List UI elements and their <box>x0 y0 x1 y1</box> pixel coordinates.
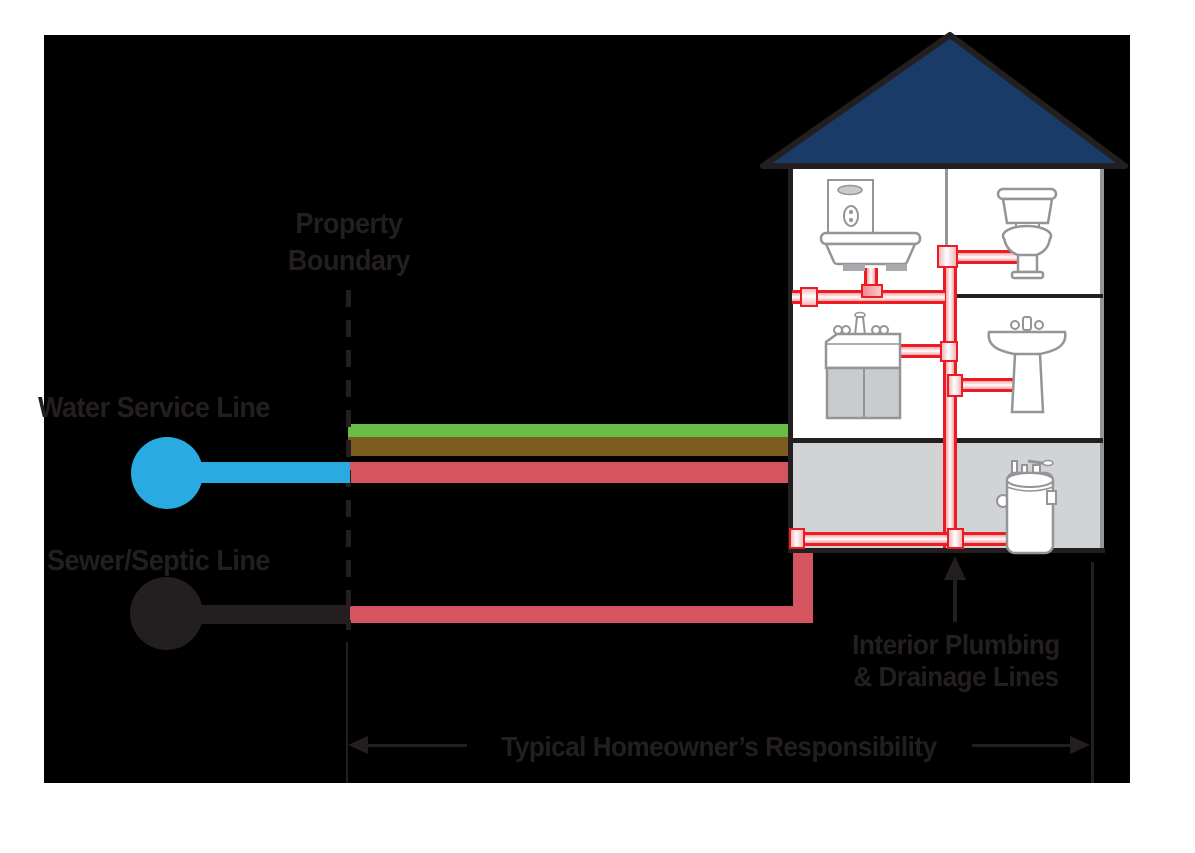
water-main-circle <box>131 437 203 509</box>
pipe-junction <box>947 528 964 549</box>
house-floor-slab <box>788 548 1105 553</box>
property-boundary-label-line1: Property <box>295 208 403 240</box>
toilet-icon <box>996 187 1058 280</box>
property-boundary-label-line2: Boundary <box>287 245 411 277</box>
grass-strip <box>348 424 788 437</box>
pipe-junction <box>789 528 805 549</box>
pedestal-sink-pipe <box>961 378 1015 392</box>
pipe-elbow <box>861 284 883 298</box>
interior-plumbing-label-line2: & Drainage Lines <box>853 661 1059 692</box>
kitchen-sink-icon <box>824 311 902 420</box>
responsibility-arrow-left-shaft <box>366 744 467 747</box>
toilet-pipe <box>955 250 1021 264</box>
basement-pipe <box>802 532 1010 546</box>
water-service-line-label: Water Service Line <box>38 392 270 424</box>
bathtub-shower-icon <box>819 179 922 271</box>
house-roof <box>760 32 1128 169</box>
responsibility-right-bar <box>1091 562 1094 783</box>
arrow-up-icon <box>944 556 966 580</box>
interior-plumbing-arrow-shaft <box>953 578 957 622</box>
pipe-junction <box>800 287 818 307</box>
main-drain-stack-pipe <box>943 247 957 548</box>
house-right-wall <box>1100 166 1104 553</box>
responsibility-arrow-right-shaft <box>972 744 1072 747</box>
sewer-septic-line-pipe <box>198 605 350 624</box>
property-boundary-dashed-line <box>346 290 351 630</box>
sewer-septic-line-label: Sewer/Septic Line <box>47 545 270 577</box>
pedestal-sink-icon <box>987 316 1067 414</box>
pipe-junction <box>940 341 958 362</box>
interior-plumbing-label: Interior Plumbing & Drainage Lines <box>852 629 1060 693</box>
arrow-right-icon <box>1070 736 1090 754</box>
house-left-wall <box>788 163 793 553</box>
responsibility-left-bar <box>346 642 348 783</box>
water-service-line-pipe <box>200 462 350 483</box>
water-heater-icon <box>996 459 1057 555</box>
sewer-main-circle <box>130 577 203 650</box>
room-divider-wall <box>945 166 948 296</box>
interior-plumbing-label-line1: Interior Plumbing <box>852 629 1060 660</box>
sewer-line-riser <box>793 549 813 623</box>
homeowner-responsibility-label: Typical Homeowner’s Responsibility <box>501 731 937 762</box>
pipe-junction <box>947 374 963 397</box>
arrow-left-icon <box>348 736 368 754</box>
pipe-junction <box>937 245 958 268</box>
sewer-line-buried <box>350 606 813 623</box>
kitchen-sink-pipe <box>898 344 945 358</box>
property-boundary-label: Property Boundary <box>287 206 411 280</box>
soil-strip <box>348 437 788 456</box>
water-service-line-buried <box>350 462 788 483</box>
